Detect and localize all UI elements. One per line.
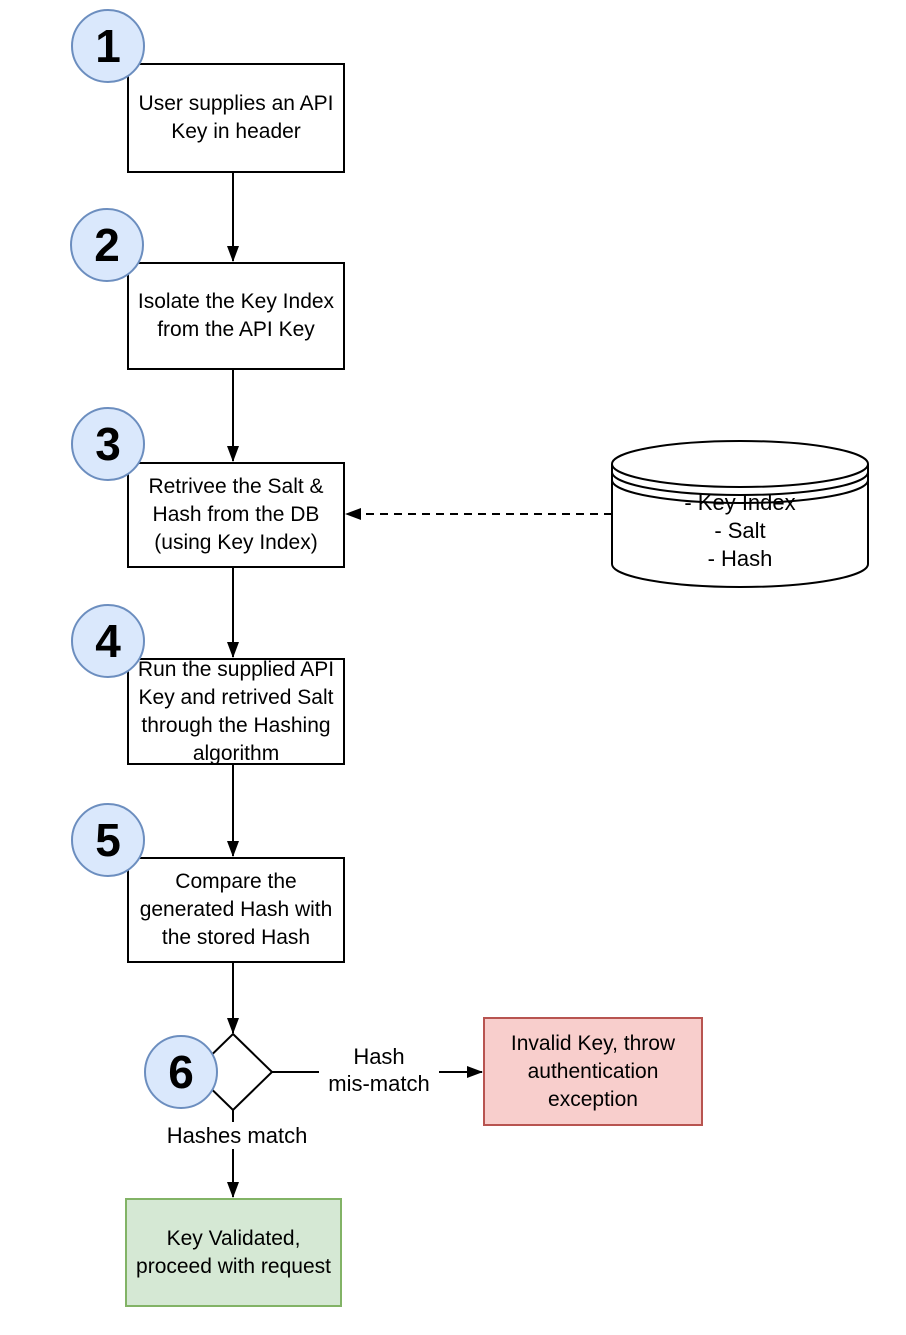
step-badge-6: 6 (144, 1035, 218, 1109)
node-text-line: generated Hash with (139, 898, 333, 921)
step-badge-3: 3 (71, 407, 145, 481)
edge-label-line: mis-match (328, 1071, 430, 1096)
edge-label-line: Hash (353, 1044, 405, 1069)
database-cylinder-rim-1 (611, 463, 869, 488)
success-node-key-validated: Key Validated, proceed with request (125, 1198, 342, 1307)
node-text-line: exception (548, 1087, 638, 1111)
node-text-line: algorithm (192, 741, 280, 765)
node-text-line: authentication (527, 1059, 659, 1083)
node-text-line: proceed with request (136, 1254, 331, 1278)
node-text-line: User supplies an API (138, 92, 334, 115)
node-text-line: from the API Key (157, 318, 315, 341)
step-badge-1: 1 (71, 9, 145, 83)
node-text-line: through the Hashing (141, 713, 331, 737)
step-badge-4: 4 (71, 604, 145, 678)
node-text-line: Compare the (175, 870, 297, 893)
step-number: 6 (168, 1046, 194, 1098)
edge-label-line: Hashes match (166, 1123, 308, 1148)
database-field-line: - Key Index (684, 490, 796, 515)
node-text-line: Retrivee the Salt & (148, 475, 324, 498)
step-badge-5: 5 (71, 803, 145, 877)
node-text-line: Key Validated, (166, 1226, 301, 1250)
database-field-line: - Salt (714, 518, 766, 543)
error-node-invalid-key: Invalid Key, throw authentication except… (483, 1017, 703, 1126)
node-text-line: (using Key Index) (154, 531, 318, 554)
node-text-line: Run the supplied API (137, 657, 335, 681)
process-node-compare-hashes: Compare the generated Hash with the stor… (127, 857, 345, 963)
database-cylinder-body (611, 440, 869, 588)
step-number: 4 (95, 615, 121, 667)
database-cylinder-rim-2 (611, 471, 869, 496)
step-number: 3 (95, 418, 121, 470)
database-cylinder-rim-3 (611, 479, 869, 504)
database-cylinder (611, 440, 869, 588)
step-number: 2 (94, 219, 120, 271)
process-node-isolate-key-index: Isolate the Key Index from the API Key (127, 262, 345, 370)
step-number: 5 (95, 814, 121, 866)
edge-label-hashes-match: Hashes match (157, 1122, 317, 1149)
database-field-line: - Hash (707, 546, 773, 571)
process-node-retrieve-salt-hash: Retrivee the Salt & Hash from the DB (us… (127, 462, 345, 568)
step-badge-2: 2 (70, 208, 144, 282)
node-text-line: Hash from the DB (152, 503, 320, 526)
database-fields-text: - Key Index - Salt - Hash (640, 489, 840, 573)
node-text-line: the stored Hash (161, 926, 311, 949)
node-text-line: Invalid Key, throw (510, 1031, 676, 1055)
edge-label-hash-mismatch: Hash mis-match (319, 1043, 439, 1097)
node-text-line: Key and retrived Salt (138, 685, 334, 709)
node-text-line: Key in header (171, 120, 301, 143)
process-node-run-hashing-algorithm: Run the supplied API Key and retrived Sa… (127, 658, 345, 765)
step-number: 1 (95, 20, 121, 72)
node-text-line: Isolate the Key Index (137, 290, 335, 313)
process-node-user-supplies-key: User supplies an API Key in header (127, 63, 345, 173)
